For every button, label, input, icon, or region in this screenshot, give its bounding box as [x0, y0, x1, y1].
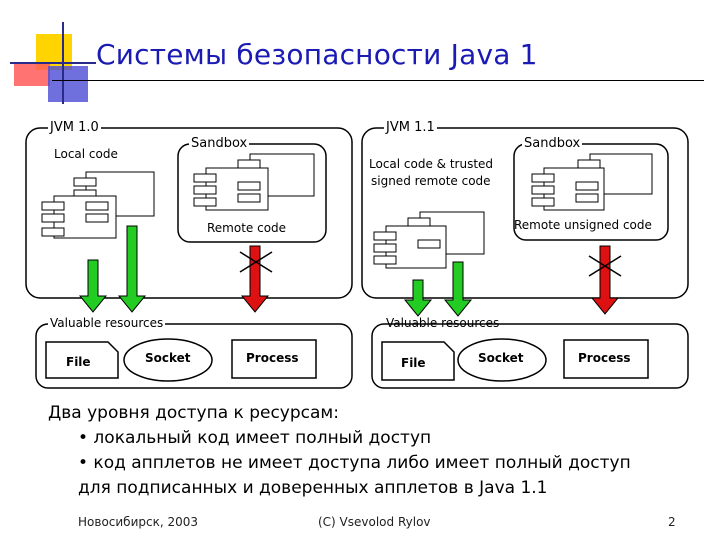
jvm10-label: JVM 1.0	[48, 120, 101, 135]
right-local-code-line2: signed remote code	[371, 174, 491, 188]
body-heading: Два уровня доступа к ресурсам:	[48, 403, 339, 423]
left-green-arrow-1	[78, 259, 108, 313]
jvm11-label: JVM 1.1	[384, 120, 437, 135]
left-process-shape	[231, 339, 317, 379]
decor-horizontal-line	[10, 62, 96, 64]
left-green-arrow-2	[117, 225, 147, 313]
right-remote-code-label: Remote unsigned code	[514, 218, 652, 232]
left-block-cross	[239, 251, 273, 273]
footer-center: (C) Vsevolod Rylov	[318, 515, 431, 529]
body-bullet-2: • код апплетов не имеет доступа либо име…	[78, 453, 631, 473]
right-file-shape	[381, 341, 455, 381]
right-socket-shape	[457, 338, 547, 382]
footer-left: Новосибирск, 2003	[78, 515, 199, 529]
right-file-label: File	[401, 356, 426, 370]
right-sandbox-label: Sandbox	[522, 136, 583, 151]
left-file-label: File	[66, 355, 91, 369]
left-local-code-label: Local code	[54, 147, 118, 161]
right-local-component-icon	[373, 211, 485, 269]
decor-blue-square	[48, 66, 88, 102]
right-resources-label: Valuable resources	[386, 316, 500, 330]
left-sandbox-label: Sandbox	[189, 136, 250, 151]
right-socket-label: Socket	[478, 351, 524, 365]
right-process-label: Process	[578, 351, 631, 365]
left-file-shape	[45, 341, 119, 379]
right-red-arrow	[590, 245, 620, 315]
right-sandbox-component-icon	[531, 153, 653, 211]
right-local-code-line1: Local code & trusted	[369, 157, 494, 171]
right-process-shape	[563, 339, 649, 379]
right-green-arrow-1	[403, 279, 433, 317]
left-process-label: Process	[246, 351, 299, 365]
left-socket-label: Socket	[145, 351, 191, 365]
left-sandbox-component-icon	[193, 153, 315, 211]
body-bullet-1: • локальный код имеет полный доступ	[78, 428, 432, 448]
page-number: 2	[668, 515, 676, 529]
body-bullet-2-cont: для подписанных и доверенных апплетов в …	[78, 478, 548, 498]
left-red-arrow	[240, 245, 270, 313]
right-block-cross	[588, 255, 622, 277]
slide-title: Системы безопасности Java 1	[96, 38, 538, 71]
decor-red-square	[14, 62, 50, 86]
left-remote-code-label: Remote code	[207, 221, 287, 235]
title-rule	[52, 80, 704, 81]
left-resources-label: Valuable resources	[48, 316, 166, 331]
left-socket-shape	[123, 338, 213, 382]
right-green-arrow-2	[443, 261, 473, 317]
left-local-component-icon	[41, 171, 155, 239]
